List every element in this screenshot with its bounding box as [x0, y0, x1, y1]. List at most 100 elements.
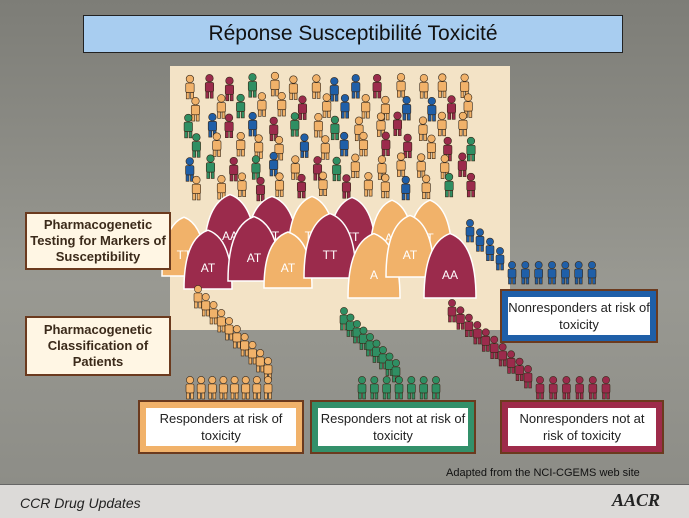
person-icon — [535, 375, 545, 400]
person-icon — [191, 175, 202, 201]
person-icon — [241, 375, 251, 400]
person-icon — [372, 73, 382, 99]
person-icon — [419, 375, 429, 400]
person-icon — [218, 375, 228, 400]
person-icon — [288, 75, 299, 101]
person-icon — [247, 111, 258, 137]
person-icon — [237, 172, 247, 198]
person-icon — [205, 154, 216, 180]
person-icon — [380, 173, 391, 199]
person-icon — [185, 157, 195, 182]
genotype-label: T — [426, 231, 434, 245]
person-icon — [427, 96, 437, 122]
person-icon — [299, 133, 310, 159]
person-icon — [296, 173, 307, 199]
person-icon — [416, 153, 426, 178]
person-icon — [247, 72, 258, 98]
person-icon — [251, 155, 261, 180]
responders-toxic-box: Responders at risk of toxicity — [140, 402, 302, 452]
person-icon — [350, 73, 361, 99]
person-icon — [268, 151, 279, 177]
footer-bar — [0, 484, 689, 518]
person-icon — [466, 136, 476, 162]
person-icon — [575, 375, 585, 400]
person-icon — [560, 260, 570, 285]
person-icon — [444, 172, 454, 198]
person-icon — [547, 260, 557, 285]
person-icon — [447, 298, 457, 323]
person-icon — [201, 292, 211, 317]
footer-title: CCR Drug Updates — [20, 495, 141, 511]
genotype-label: AT — [201, 261, 216, 275]
person-icon — [274, 172, 285, 198]
person-icon — [357, 375, 367, 400]
person-icon — [240, 332, 250, 357]
person-icon — [421, 174, 431, 200]
head-shape — [423, 232, 477, 299]
person-icon — [255, 176, 266, 202]
person-icon — [360, 93, 371, 119]
genotype-label: AT — [281, 261, 296, 275]
person-icon — [183, 113, 194, 139]
person-icon — [322, 93, 332, 118]
person-icon — [228, 156, 239, 182]
person-icon — [252, 375, 262, 400]
person-icon — [236, 131, 246, 157]
person-icon — [472, 320, 482, 345]
person-icon — [437, 111, 447, 137]
person-icon — [340, 93, 350, 119]
genotype-head: AA — [423, 232, 477, 299]
person-icon — [426, 134, 437, 160]
person-icon — [230, 375, 240, 400]
person-icon — [574, 260, 584, 285]
responders-safe-box: Responders not at risk of toxicity — [312, 402, 474, 452]
person-icon — [224, 316, 234, 341]
person-icon — [313, 112, 324, 138]
person-icon — [350, 153, 361, 179]
genotype-label: AA — [442, 268, 458, 282]
person-icon — [216, 308, 226, 333]
person-icon — [330, 115, 340, 141]
person-icon — [224, 76, 235, 102]
person-icon — [431, 375, 441, 400]
person-icon — [185, 375, 195, 400]
person-icon — [418, 116, 428, 142]
person-icon — [588, 375, 598, 400]
genotype-label: AT — [247, 251, 262, 265]
person-icon — [196, 375, 206, 400]
person-icon — [276, 91, 287, 117]
person-icon — [290, 111, 300, 137]
person-icon — [185, 74, 195, 100]
person-icon — [561, 375, 571, 400]
person-icon — [339, 131, 349, 157]
person-icon — [396, 152, 406, 178]
person-icon — [437, 73, 448, 99]
person-icon — [190, 96, 201, 122]
person-icon — [523, 364, 533, 389]
person-icon — [363, 171, 374, 197]
person-icon — [216, 174, 227, 200]
person-icon — [464, 313, 474, 338]
person-icon — [209, 300, 219, 325]
testing-label: Pharmacogenetic Testing for Markers of S… — [25, 212, 171, 270]
person-icon — [320, 135, 331, 160]
person-icon — [270, 71, 280, 97]
genotype-label: A — [370, 268, 378, 282]
slide-title: Réponse Susceptibilité Toxicité — [83, 15, 623, 53]
person-icon — [548, 375, 558, 400]
person-icon — [191, 133, 202, 158]
person-icon — [446, 95, 457, 120]
person-icon — [392, 111, 403, 137]
person-icon — [401, 95, 412, 121]
person-icon — [587, 260, 597, 285]
genotype-heads: TTAAATATATTTATTTTTATATATAA — [161, 193, 477, 299]
person-icon — [401, 175, 411, 201]
person-icon — [358, 131, 369, 157]
person-icon — [506, 350, 516, 374]
genotype-head: AT — [263, 231, 313, 289]
genotype-label: TT — [323, 248, 338, 262]
person-icon — [235, 93, 246, 119]
person-icon — [402, 133, 413, 159]
person-icon — [207, 375, 217, 400]
person-icon — [457, 152, 468, 178]
